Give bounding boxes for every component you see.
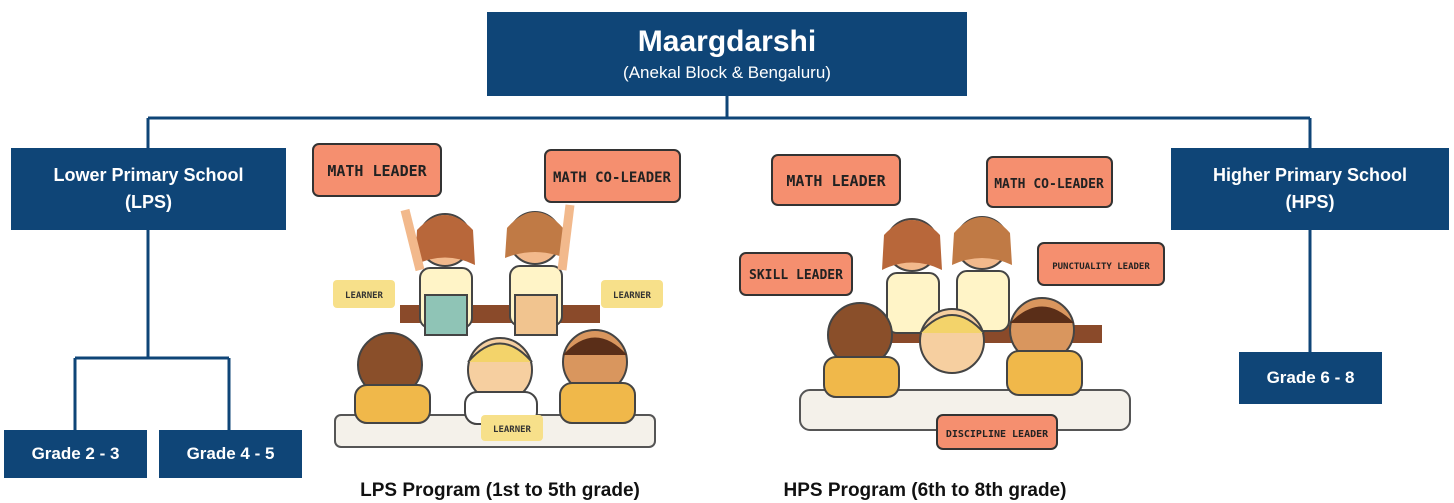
bubble-label: MATH LEADER: [327, 162, 427, 180]
speech-bubble-discipline-leader: DISCIPLINE LEADER: [936, 414, 1058, 450]
grade-6-8-node: Grade 6 - 8: [1239, 352, 1382, 404]
student-figure: [400, 208, 475, 336]
student-figure: [919, 308, 985, 374]
grade-2-3-label: Grade 2 - 3: [31, 444, 120, 463]
student-figure: [354, 332, 431, 424]
bubble-label: SKILL LEADER: [749, 268, 843, 283]
student-figure: [1006, 297, 1083, 396]
bubble-label: MATH LEADER: [786, 172, 886, 190]
hps-node: Higher Primary School (HPS): [1171, 148, 1449, 230]
student-figure: [882, 218, 942, 334]
student-figure: [823, 302, 900, 398]
grade-2-3-node: Grade 2 - 3: [4, 430, 147, 478]
speech-bubble-learner: LEARNER: [601, 280, 663, 308]
speech-bubble-learner: LEARNER: [481, 415, 543, 441]
root-node: Maargdarshi (Anekal Block & Bengaluru): [487, 12, 967, 96]
speech-bubble-skill-leader: SKILL LEADER: [739, 252, 853, 296]
bubble-label: LEARNER: [613, 291, 652, 301]
lps-node: Lower Primary School (LPS): [11, 148, 286, 230]
bubble-label: LEARNER: [493, 425, 532, 435]
speech-bubble-math-leader: MATH LEADER: [312, 143, 442, 197]
speech-bubble-punctuality-leader: PUNCTUALITY LEADER: [1037, 242, 1165, 286]
hps-title-line1: Higher Primary School: [1212, 165, 1408, 185]
speech-bubble-learner: LEARNER: [333, 280, 395, 308]
speech-bubble-math-co-leader: MATH CO-LEADER: [986, 156, 1113, 208]
student-figure: [505, 204, 575, 336]
lps-title-line1: Lower Primary School: [53, 165, 244, 185]
hps-illustration: MATH LEADER MATH CO-LEADER SKILL LEADER …: [739, 154, 1165, 450]
student-figure: [464, 337, 538, 425]
root-title: Maargdarshi: [637, 25, 817, 58]
lps-title-line2: (LPS): [125, 192, 172, 212]
grade-4-5-label: Grade 4 - 5: [186, 444, 275, 463]
bubble-label: PUNCTUALITY LEADER: [1052, 262, 1150, 272]
bubble-label: MATH CO-LEADER: [553, 170, 672, 186]
hps-title-line2: (HPS): [1285, 192, 1335, 212]
grade-6-8-label: Grade 6 - 8: [1266, 368, 1355, 387]
lps-illustration: MATH LEADER MATH CO-LEADER LEARNER LEARN…: [312, 143, 681, 448]
bubble-label: DISCIPLINE LEADER: [946, 429, 1049, 440]
speech-bubble-math-leader: MATH LEADER: [771, 154, 901, 206]
root-subtitle: (Anekal Block & Bengaluru): [623, 63, 831, 82]
bubble-label: LEARNER: [345, 291, 384, 301]
lps-program-caption: LPS Program (1st to 5th grade): [360, 480, 640, 501]
student-figure: [559, 329, 636, 424]
hps-program-caption: HPS Program (6th to 8th grade): [783, 480, 1067, 501]
speech-bubble-math-co-leader: MATH CO-LEADER: [544, 149, 681, 203]
grade-4-5-node: Grade 4 - 5: [159, 430, 302, 478]
bubble-label: MATH CO-LEADER: [994, 177, 1104, 192]
